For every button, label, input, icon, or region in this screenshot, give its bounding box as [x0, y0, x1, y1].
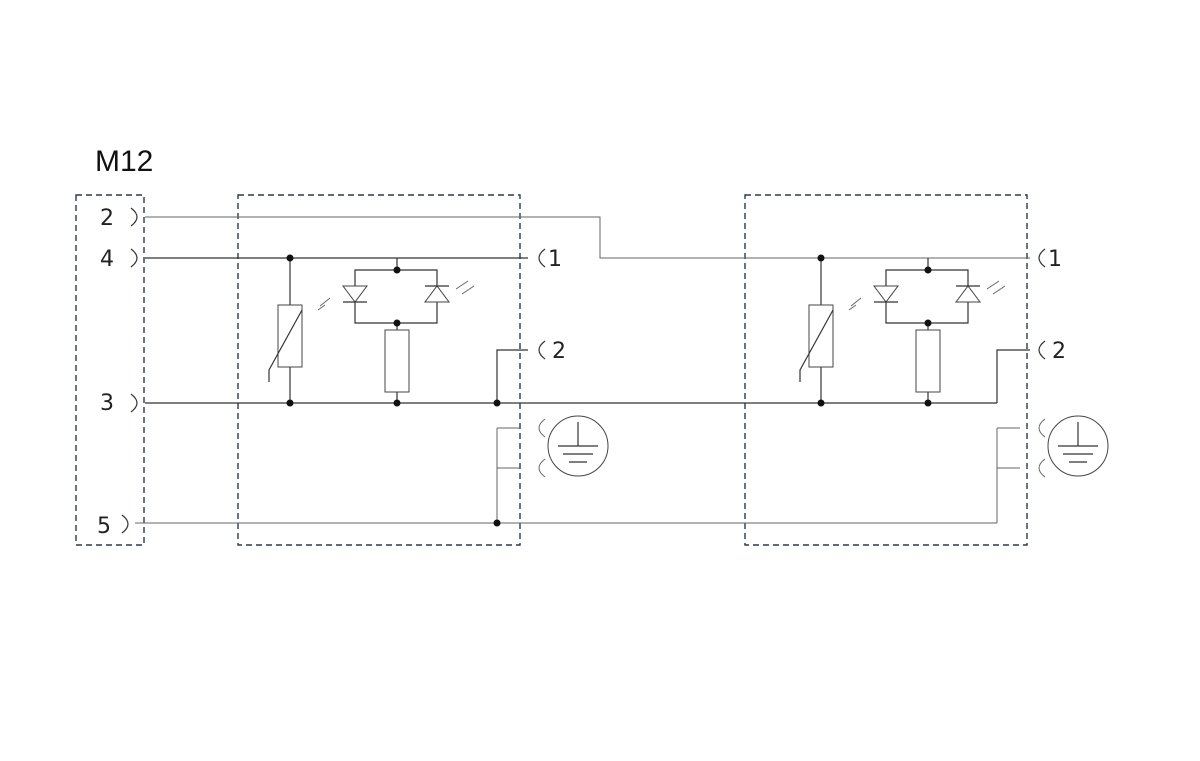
- varistor-icon: [799, 304, 834, 382]
- led-icon: [317, 285, 368, 311]
- channel-2-pin-1-label: 1: [1048, 247, 1062, 272]
- led-icon: [848, 285, 899, 311]
- channel-2-box: [744, 194, 1028, 546]
- led-icon: [424, 280, 475, 303]
- connector-contacts: [121, 207, 138, 534]
- wire-pin-2: [145, 216, 1030, 259]
- channel-1-pin-2-label: 2: [552, 339, 566, 364]
- ground-icon: [547, 415, 609, 477]
- channel-1-box: [237, 194, 521, 546]
- channel-2-pin-2-label: 2: [1052, 339, 1066, 364]
- diagram-title: M12: [95, 145, 154, 178]
- resistor-icon: [384, 329, 410, 393]
- pin-4-label: 4: [100, 247, 114, 272]
- channel-1-circuit: [268, 248, 609, 527]
- led-icon: [955, 280, 1006, 303]
- ground-icon: [1047, 415, 1109, 477]
- channel-1-pin-1-label: 1: [548, 247, 562, 272]
- channel-2-circuit: [799, 248, 1109, 523]
- pin-2-label: 2: [100, 206, 114, 231]
- m12-connector-box: [75, 194, 145, 546]
- varistor-icon: [268, 304, 303, 382]
- pin-3-label: 3: [100, 391, 114, 416]
- resistor-icon: [915, 329, 941, 393]
- pin-5-label: 5: [97, 514, 111, 539]
